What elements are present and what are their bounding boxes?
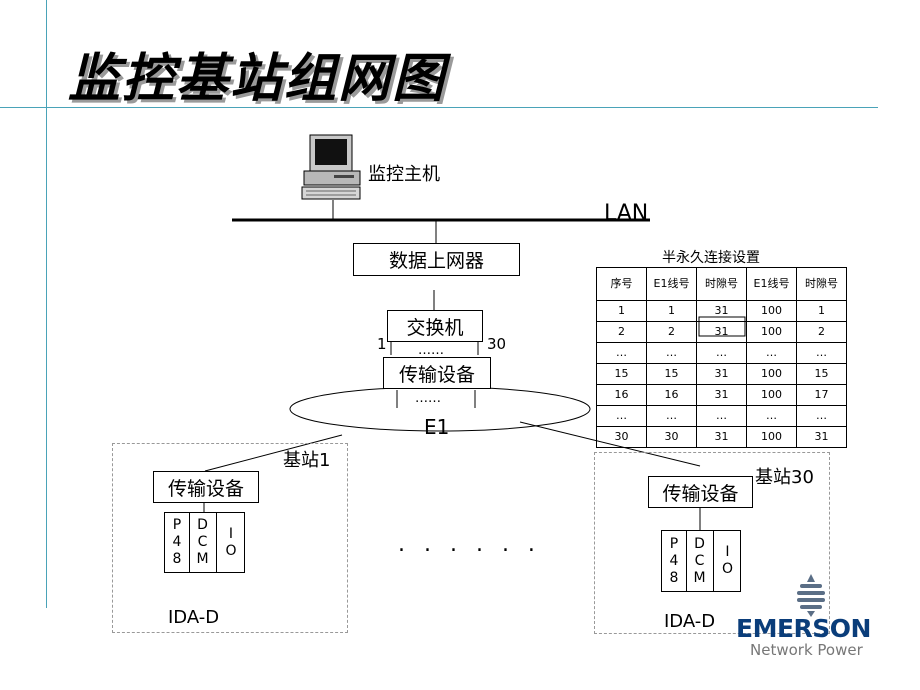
table-cell: 100 — [746, 384, 797, 406]
table-header-cell: 时隙号 — [696, 267, 747, 301]
table-cell: 31 — [696, 300, 747, 322]
table-cell: … — [746, 405, 797, 427]
table-cell: 100 — [746, 363, 797, 385]
table-cell: 100 — [746, 321, 797, 343]
central-transmission-box: 传输设备 — [383, 357, 491, 389]
table-row: 15 15 31 100 15 — [596, 363, 847, 385]
middle-ellipsis: . . . . . . — [398, 532, 541, 557]
data-router-box: 数据上网器 — [353, 243, 520, 276]
station30-region — [594, 452, 830, 634]
table-cell: 16 — [646, 384, 697, 406]
table-cell: 100 — [746, 300, 797, 322]
table-header-cell: 时隙号 — [796, 267, 847, 301]
emerson-globe-icon — [797, 574, 825, 617]
table-cell: … — [596, 342, 647, 364]
station1-ida-label: IDA-D — [168, 607, 220, 628]
table-cell: 15 — [796, 363, 847, 385]
table-cell: … — [696, 342, 747, 364]
emerson-logo-text: EMERSON — [736, 614, 871, 643]
table-row: 16 16 31 100 17 — [596, 384, 847, 406]
station1-label: 基站1 — [283, 450, 331, 471]
table-cell: 30 — [646, 426, 697, 448]
table-cell: 15 — [646, 363, 697, 385]
table-cell: 31 — [796, 426, 847, 448]
ring-to-station1 — [204, 434, 343, 472]
station1-transmission-box: 传输设备 — [153, 471, 259, 503]
table-cell: 17 — [796, 384, 847, 406]
table-cell: 16 — [596, 384, 647, 406]
table-cell: 100 — [746, 426, 797, 448]
switch-port-right: 30 — [487, 335, 507, 353]
station30-transmission-box: 传输设备 — [648, 476, 753, 508]
table-cell: 2 — [596, 321, 647, 343]
table-header-cell: 序号 — [596, 267, 647, 301]
table-cell: 30 — [596, 426, 647, 448]
table-cell: … — [796, 405, 847, 427]
switch-box: 交换机 — [387, 310, 483, 342]
table-row: 1 1 31 100 1 — [596, 300, 847, 322]
monitor-host-label: 监控主机 — [368, 164, 440, 185]
station30-label: 基站30 — [755, 467, 814, 488]
switch-dots: …… — [418, 343, 444, 358]
e1-label: E1 — [424, 415, 450, 439]
table-cell: … — [596, 405, 647, 427]
table-row: … … … … … — [596, 405, 847, 427]
table-cell: 31 — [696, 321, 747, 343]
table-row: 2 2 31 100 2 — [596, 321, 847, 343]
station30-ida-label: IDA-D — [664, 611, 716, 632]
table-cell: … — [646, 405, 697, 427]
table-row: 30 30 31 100 31 — [596, 426, 847, 448]
station1-region — [112, 443, 348, 633]
table-header-cell: E1线号 — [746, 267, 797, 301]
table-cell: 1 — [796, 300, 847, 322]
table-cell: 1 — [646, 300, 697, 322]
table-row: … … … … … — [596, 342, 847, 364]
table-caption: 半永久连接设置 — [662, 250, 760, 266]
lan-label: LAN — [604, 201, 649, 226]
table-cell: … — [646, 342, 697, 364]
table-cell: 15 — [596, 363, 647, 385]
table-header-cell: E1线号 — [646, 267, 697, 301]
horizontal-accent-line — [0, 107, 878, 108]
table-header-row: 序号 E1线号 时隙号 E1线号 时隙号 — [596, 267, 847, 301]
table-cell: … — [696, 405, 747, 427]
connection-table: 序号 E1线号 时隙号 E1线号 时隙号 1 1 31 100 1 2 2 31… — [596, 267, 847, 448]
table-cell: 2 — [796, 321, 847, 343]
table-cell: 31 — [696, 363, 747, 385]
ring-dots: …… — [415, 391, 441, 406]
page-title: 监控基站组网图 — [68, 49, 447, 109]
table-cell: 2 — [646, 321, 697, 343]
computer-icon — [301, 134, 361, 200]
table-cell: 31 — [696, 426, 747, 448]
table-cell: … — [796, 342, 847, 364]
emerson-logo-subtitle: Network Power — [750, 641, 863, 659]
table-cell: 31 — [696, 384, 747, 406]
table-cell: … — [746, 342, 797, 364]
vertical-accent-line — [46, 0, 47, 608]
switch-port-left: 1 — [377, 335, 387, 353]
table-cell: 1 — [596, 300, 647, 322]
